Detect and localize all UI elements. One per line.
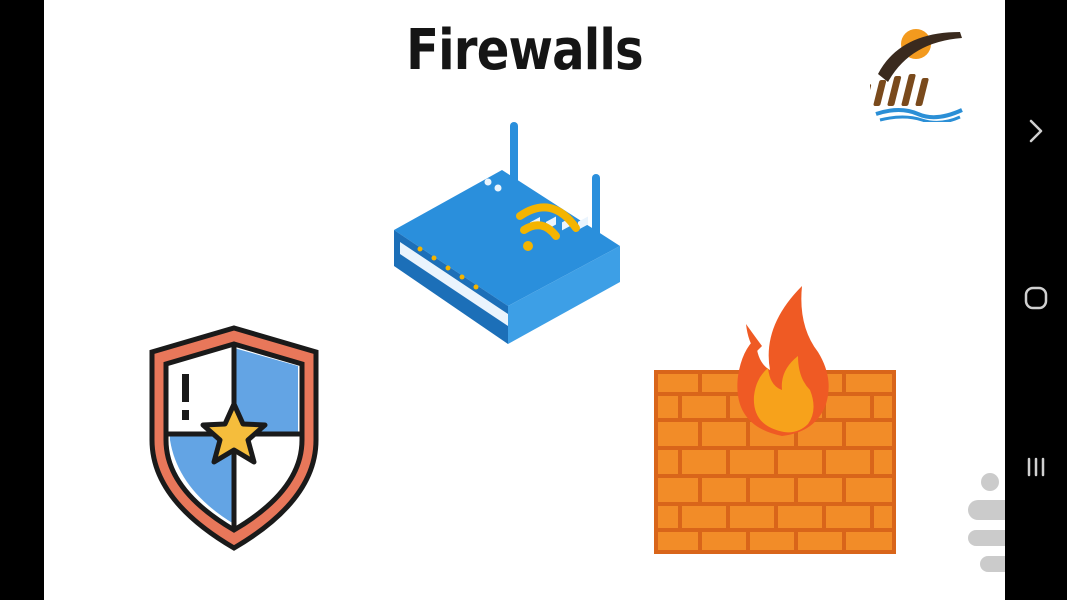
home-button[interactable] xyxy=(1005,273,1067,323)
circle-icon xyxy=(1024,286,1048,310)
recents-icon xyxy=(1027,457,1045,477)
navigation-bar xyxy=(1005,0,1067,600)
forward-button[interactable] xyxy=(1005,106,1067,156)
app-watermark-icon xyxy=(968,473,1005,572)
sun-hands-logo-icon xyxy=(870,29,963,122)
slide-title: Firewalls xyxy=(406,18,644,83)
chevron-right-icon xyxy=(1029,119,1043,143)
wifi-router-icon xyxy=(394,122,620,344)
star-shield-icon xyxy=(149,325,319,551)
slide: Firewalls xyxy=(44,0,1005,600)
brick-wall-flame-icon xyxy=(654,286,896,554)
recents-button[interactable] xyxy=(1005,442,1067,492)
left-black-bar xyxy=(0,0,44,600)
